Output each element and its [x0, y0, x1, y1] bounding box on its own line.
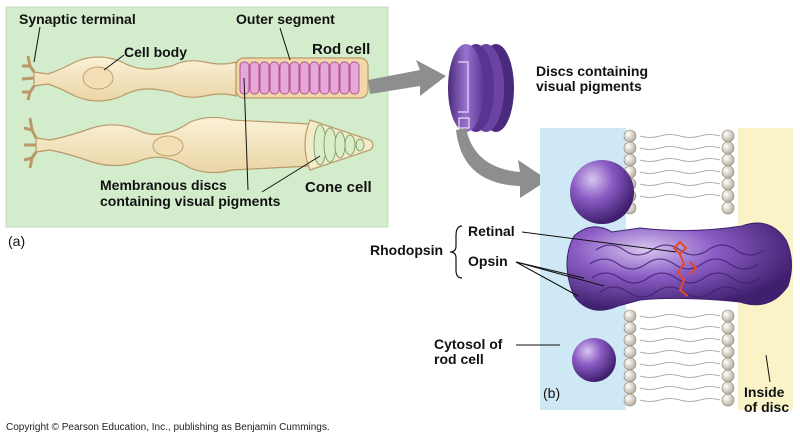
- rhodopsin-protein: [566, 222, 792, 311]
- retinal-chromophore: [672, 240, 698, 297]
- lipid-tails: [639, 134, 721, 402]
- discs-label-1: Discs containing: [536, 63, 649, 79]
- panel-b-leaders: [515, 231, 771, 383]
- panel-b-tag: (b): [543, 385, 561, 401]
- inside-disc-label-1: Inside: [744, 384, 785, 400]
- panel-a-leaders: [33, 26, 321, 193]
- rod-cell: [21, 55, 369, 102]
- opsin-label: Opsin: [468, 253, 508, 269]
- outer-segment-label: Outer segment: [236, 11, 335, 27]
- cytosol-label-1: Cytosol of: [434, 336, 503, 352]
- cone-cell: [23, 116, 374, 174]
- peripheral-protein-bottom: [572, 338, 616, 382]
- membranous-discs-label-2: containing visual pigments: [100, 193, 281, 209]
- cone-synaptic-terminal: [23, 117, 38, 169]
- discs-label-2: visual pigments: [536, 78, 642, 94]
- panel-a-background: [5, 6, 389, 228]
- cytosol-label-2: rod cell: [434, 351, 484, 367]
- disc-stack: [448, 44, 514, 132]
- inside-disc-label-2: of disc: [744, 399, 790, 415]
- cone-nucleus: [152, 135, 184, 157]
- rod-cell-label: Rod cell: [312, 41, 371, 58]
- copyright-notice: Copyright © Pearson Education, Inc., pub…: [6, 422, 330, 433]
- cone-cell-label: Cone cell: [305, 179, 372, 196]
- panel-b: [449, 128, 793, 410]
- rod-synaptic-terminal: [21, 55, 36, 101]
- rod-nucleus: [82, 66, 114, 90]
- arrow-to-discs: [368, 60, 446, 96]
- panel-a-tag: (a): [8, 233, 26, 249]
- arrow-to-membrane: [456, 128, 548, 198]
- peripheral-protein-top: [570, 160, 634, 224]
- rhodopsin-brace: [449, 225, 463, 279]
- cone-discs: [313, 124, 365, 166]
- membranous-discs-label-1: Membranous discs: [100, 177, 227, 193]
- rhodopsin-label: Rhodopsin: [370, 242, 444, 258]
- cell-body-label: Cell body: [124, 44, 188, 60]
- synaptic-terminal-label: Synaptic terminal: [19, 11, 136, 27]
- retinal-label: Retinal: [468, 223, 515, 239]
- rod-discs: [239, 61, 360, 95]
- lipid-heads-right: [721, 129, 735, 407]
